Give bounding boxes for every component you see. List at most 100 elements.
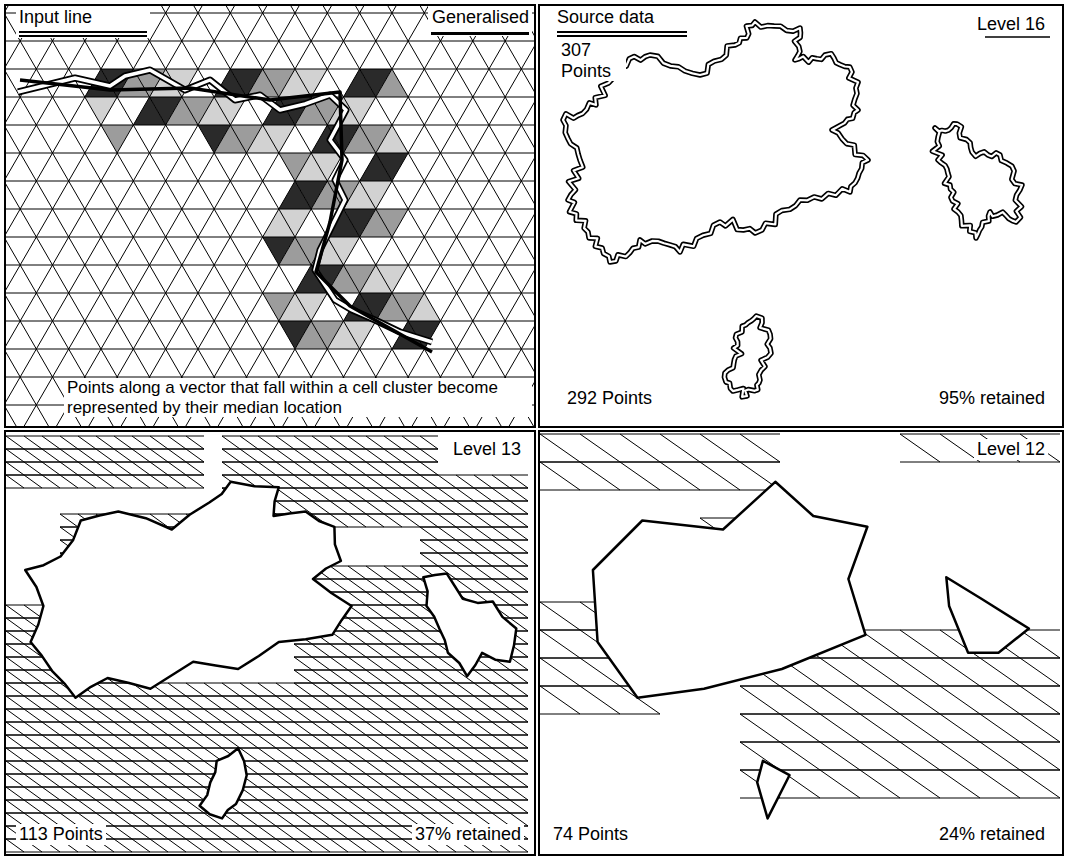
cell-hatch [114, 748, 132, 761]
cell-hatch [510, 605, 528, 618]
cell-hatch [114, 709, 132, 722]
cell-hatch [240, 462, 258, 475]
cell-hatch [438, 709, 456, 722]
cell-hatch [24, 657, 42, 670]
cell-hatch [168, 735, 186, 748]
cell-hatch [294, 657, 312, 670]
cell-hatch [402, 722, 420, 735]
cell-hatch [510, 488, 528, 501]
cell-hatch [420, 670, 438, 683]
coast-outline [724, 316, 771, 397]
cell-hatch [492, 774, 510, 787]
cell-hatch [258, 839, 276, 852]
cell-hatch [6, 449, 24, 462]
cell-hatch [312, 670, 330, 683]
grid-line [4, 4, 198, 428]
grid-line [4, 4, 101, 428]
cell-hatch [980, 770, 1020, 798]
cell-hatch [366, 631, 384, 644]
cell-hatch [276, 735, 294, 748]
cell-hatch [438, 787, 456, 800]
cell-hatch [222, 436, 240, 449]
cell-hatch [348, 787, 366, 800]
cell-hatch [204, 826, 222, 839]
cell-hatch [150, 813, 168, 826]
cell-hatch [438, 514, 456, 527]
cell-hatch [42, 735, 60, 748]
cell-hatch [132, 735, 150, 748]
cell-hatch [258, 761, 276, 774]
cell-hatch [510, 514, 528, 527]
cell-hatch [186, 826, 204, 839]
cell-hatch [150, 709, 168, 722]
cell-hatch [240, 709, 258, 722]
cell-hatch [402, 683, 420, 696]
cell-hatch [402, 449, 420, 462]
cell-hatch [150, 696, 168, 709]
cell-hatch [222, 683, 240, 696]
cell-hatch [258, 449, 276, 462]
level-label: Level 12 [974, 439, 1048, 460]
cell-hatch [168, 436, 186, 449]
cell-hatch [456, 696, 474, 709]
grid-line [198, 4, 505, 428]
cell-hatch [420, 761, 438, 774]
cell-hatch [384, 501, 402, 514]
cell-hatch [204, 839, 222, 852]
cell-hatch [96, 774, 114, 787]
cell-hatch [366, 722, 384, 735]
figure-panel: Level 1274 Points24% retained [538, 430, 1064, 856]
cell-hatch [420, 696, 438, 709]
cell-hatch [348, 436, 366, 449]
cell-hatch [60, 462, 78, 475]
cell-hatch [980, 686, 1020, 714]
cell-hatch [312, 657, 330, 670]
level-12-outline [540, 434, 1060, 818]
cell-hatch [222, 722, 240, 735]
cell-hatch [294, 709, 312, 722]
grid-line [4, 4, 311, 428]
cell-hatch [24, 670, 42, 683]
cell-shade [360, 181, 392, 209]
cell-hatch [366, 839, 384, 852]
cell-hatch [114, 722, 132, 735]
grid-line [408, 4, 536, 428]
cell-hatch [384, 800, 402, 813]
cell-hatch [540, 462, 580, 490]
cell-hatch [60, 787, 78, 800]
cell-hatch [348, 670, 366, 683]
cell-hatch [312, 761, 330, 774]
cell-hatch [222, 462, 240, 475]
cell-hatch [540, 434, 580, 462]
cell-hatch [348, 813, 366, 826]
cell-hatch [780, 714, 820, 742]
cell-hatch [348, 501, 366, 514]
cell-hatch [96, 462, 114, 475]
cell-hatch [456, 709, 474, 722]
grid-line [4, 97, 536, 98]
cell-hatch [96, 761, 114, 774]
cell-hatch [204, 722, 222, 735]
cell-hatch [60, 449, 78, 462]
cell-hatch [114, 761, 132, 774]
generalised-outline [946, 577, 1029, 653]
cell-hatch [456, 566, 474, 579]
cell-hatch [540, 630, 580, 658]
cell-hatch [402, 488, 420, 501]
cell-hatch [402, 618, 420, 631]
cell-hatch [492, 800, 510, 813]
cell-hatch [60, 735, 78, 748]
cell-hatch [492, 488, 510, 501]
cell-hatch [312, 787, 330, 800]
cell-hatch [740, 686, 780, 714]
cell-hatch [168, 748, 186, 761]
cell-hatch [330, 774, 348, 787]
cell-hatch [132, 813, 150, 826]
cell-hatch [384, 839, 402, 852]
cell-hatch [620, 462, 660, 490]
cell-hatch [114, 449, 132, 462]
cell-hatch [276, 774, 294, 787]
cell-hatch [474, 748, 492, 761]
cell-hatch [402, 657, 420, 670]
cell-hatch [900, 630, 940, 658]
